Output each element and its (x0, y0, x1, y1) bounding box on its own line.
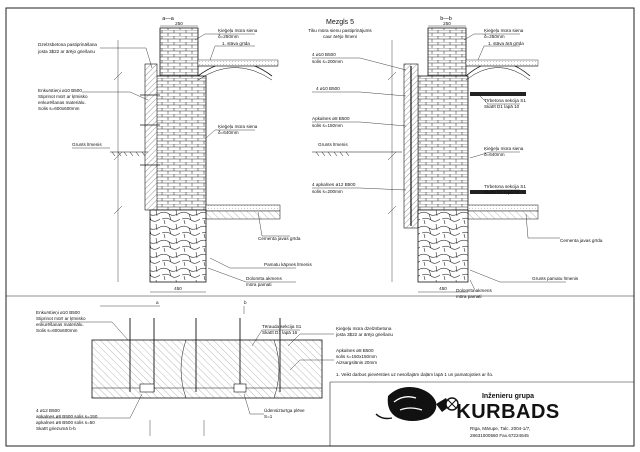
label-l6: Solis s=600x600mm (38, 106, 80, 111)
company-address-1: Rīga, Mārupe, Talc. 2004-1/7, (470, 426, 530, 431)
general-note: 1. Veikt darbus pievērsties uz nesošajām… (336, 372, 493, 377)
dim-plan-a: a (156, 300, 159, 305)
label-r10: δ=250mm (484, 34, 505, 39)
section-a-title: a—a (162, 16, 175, 22)
label-l1: Dzelzsbetona pastiprināšana (38, 42, 97, 47)
dim-top-left: 250 (175, 21, 183, 26)
interior-floor (205, 204, 281, 212)
label-r5: solis s=150mm (312, 123, 343, 128)
label-p11: Aizsargslānis 20mm (336, 360, 377, 365)
label-r2: solis s=200mm (312, 59, 343, 64)
label-p9: Apkalnes ø8 B500 (336, 348, 374, 353)
label-r12: Tīrbetona sekcija S1 (484, 98, 526, 103)
label-l8: Ķieģeļu mūra siena (218, 27, 258, 33)
label-r3: 4 ø10 B500 (316, 86, 340, 91)
label-r9: Ķieģeļu mūra siena (484, 27, 524, 33)
label-p12: 4 ø12 B500 (36, 408, 60, 413)
upper-brick-wall-b (427, 27, 467, 77)
interior-floor-b (467, 204, 539, 212)
label-l3: Enkurstieņi ø10 B500 (38, 88, 82, 93)
upper-brick-wall (159, 27, 199, 77)
label-r7: 4 apkalnes ø12 B500 (312, 182, 356, 187)
plan-wall (91, 339, 323, 399)
company-name: KURBADS (456, 401, 560, 423)
label-l15: Dolomīta akmens (246, 276, 282, 281)
stone-foundation-b (417, 209, 469, 283)
section-b: b—b 450 250 (312, 16, 603, 299)
section-b-title: b—b (440, 16, 452, 22)
label-r21: mūra pamati (456, 294, 482, 299)
label-p10: solis s=150x150mm (336, 354, 377, 359)
plan-view: a b Enkurstieņi ø10 B500 Stiprinot mūrī … (36, 300, 493, 436)
label-l11: Ķieģeļu mūra siena (218, 123, 258, 129)
label-p8: josta 3$22 ar ārējo griešanu (335, 332, 393, 337)
section-a: a—a 450 250 (37, 16, 312, 293)
sheet-border (5, 7, 635, 447)
label-l5: enkurēšanas materiālu. (38, 100, 86, 105)
label-p6: Skatīt D1 lapā 16 (262, 330, 298, 335)
dim-top-right: 250 (443, 21, 451, 26)
label-l14: Pamatu kāpnes līmenis (264, 262, 312, 267)
label-p1: Enkurstieņi ø10 B500 (36, 310, 80, 315)
detail-subtitle-2: caur ārējo līmeni (323, 34, 357, 39)
main-brick-wall-b (417, 75, 469, 211)
label-p7: Ķieģeļu mūra dzelzsbetona (336, 325, 392, 331)
stone-foundation (149, 209, 207, 283)
label-r18: Cementa javas grīda (560, 238, 603, 243)
label-p3: enkurēšanas materiālu. (36, 322, 84, 327)
label-p17: S=1 (264, 414, 273, 419)
label-l12: δ=640mm (218, 130, 239, 135)
label-r14: Ķieģeļu mūra siena (484, 145, 524, 151)
label-r16: Tīrbetona sekcija S1 (484, 184, 526, 189)
label-l16: mūra pamati (246, 282, 272, 287)
label-r6: Grunts līmenis (318, 142, 348, 147)
label-r1: 4 ø10 B500 (312, 52, 336, 57)
label-r17: Skatīt D1 lapā 10 (484, 190, 520, 195)
label-p13: apkalnes ø8 B500 solis s=150 (36, 414, 98, 419)
title-block: Inženieru grupa KURBADS Rīga, Mārupe, Ta… (329, 381, 634, 446)
label-r11: 1. stāva ārā grīda (488, 41, 524, 46)
dim-plan-b: b (244, 300, 247, 305)
company-subtitle: Inženieru grupa (482, 393, 534, 400)
label-r13: Skatīt D1 lapā 10 (484, 104, 520, 109)
label-l7: Grunts līmenis (72, 142, 102, 147)
label-l2: josta 3$22 ar ārējo griešanu (37, 49, 95, 54)
label-r20: Dolomīta akmens (456, 288, 492, 293)
label-l4: Stiprinot mūrī ar ķīmisko (38, 94, 88, 99)
label-r8: solis s=200mm (312, 189, 343, 194)
company-logo-icon (375, 387, 459, 421)
main-brick-wall (149, 75, 207, 211)
company-address-2: 28631000560 Fax.67224645 (470, 433, 529, 438)
label-r4: Apkalnes ø8 B500 (312, 116, 350, 121)
label-p5: Tērauda sekcija S1 (262, 324, 302, 329)
label-p2: Stiprinot mūrī ar ķīmisko (36, 316, 86, 321)
reinforcement-belt (144, 63, 158, 211)
label-l9: δ=250mm (218, 34, 239, 39)
label-l10: 1. stāva grīda (222, 41, 250, 46)
label-r19: Grunts pamatu līmenis (532, 276, 579, 281)
label-r15: δ=640mm (484, 152, 505, 157)
dim-bottom-left: 450 (174, 286, 182, 291)
label-l13: Cementa javas grīda (258, 236, 301, 241)
dim-bottom-right: 450 (439, 286, 447, 291)
label-p14: apkalnes ø8 B500 solis s=50 (36, 420, 95, 425)
label-p4: Solis s=600x600mm (36, 328, 78, 333)
detail-subtitle-1: Tiku mūra sienu pastiprinājums (308, 28, 372, 33)
label-p16: Ūdensizturīga plēve (264, 407, 305, 413)
detail-title: Mezgls 5 (326, 19, 354, 26)
center-title: Mezgls 5 Tiku mūra sienu pastiprinājums … (308, 19, 372, 39)
label-p15: Skatīt griezumā b-b (36, 426, 76, 431)
